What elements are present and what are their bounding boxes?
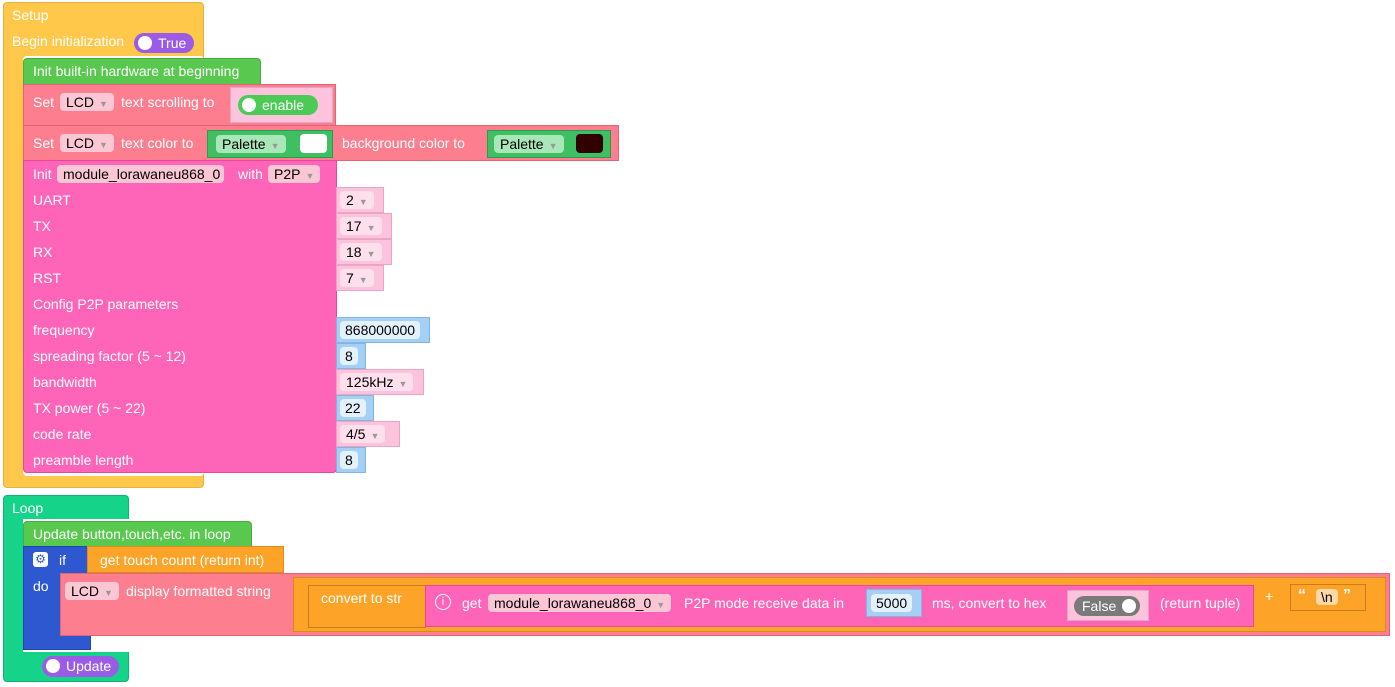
dropdown-arrow-icon: ▼ — [366, 249, 376, 259]
lora-row-label: RST — [33, 270, 61, 286]
module-value: module_lorawaneu868_0 — [494, 595, 652, 611]
info-icon[interactable]: i — [435, 594, 451, 610]
close-quote: ” — [1343, 587, 1351, 604]
device-value: LCD — [71, 583, 100, 599]
do-label: do — [33, 578, 49, 594]
lora-row-label: bandwidth — [33, 374, 97, 390]
lora-value: 4/5 — [346, 426, 366, 442]
dropdown-arrow-icon: ▼ — [270, 141, 280, 151]
dropdown-arrow-icon: ▼ — [370, 431, 380, 441]
enable-toggle[interactable]: enable — [238, 95, 319, 115]
begin-init-toggle[interactable]: True — [134, 33, 195, 53]
lora-value-dropdown[interactable]: 125kHz ▼ — [340, 373, 414, 391]
lora-value: 18 — [346, 244, 362, 260]
module-value: module_lorawaneu868_0 — [63, 166, 221, 182]
gear-icon[interactable]: ⚙ — [33, 552, 48, 567]
update-loop-label: Update button,touch,etc. in loop — [33, 526, 231, 542]
module-dropdown[interactable]: module_lorawaneu868_0 ▼ — [488, 594, 672, 612]
lora-value-dropdown[interactable]: 2▼ — [340, 191, 374, 209]
dropdown-arrow-icon: ▼ — [656, 600, 666, 610]
lora-value-dropdown[interactable]: 18 ▼ — [340, 243, 382, 261]
lora-row-label: code rate — [33, 426, 92, 442]
update-toggle[interactable]: Update — [42, 656, 120, 677]
lora-value: 17 — [346, 218, 362, 234]
init-hardware-label: Init built-in hardware at beginning — [33, 63, 240, 79]
ms-hex-label: ms, convert to hex — [932, 595, 1047, 611]
lora-row-label: TX — [33, 218, 51, 234]
dropdown-arrow-icon: ▼ — [358, 197, 368, 207]
loop-title: Loop — [12, 500, 44, 516]
lora-value-dropdown[interactable]: 7▼ — [340, 269, 374, 287]
lora-row-label: spreading factor (5 ~ 12) — [33, 348, 186, 364]
touch-count-block[interactable] — [87, 546, 284, 573]
lora-value-input[interactable]: 22 — [340, 399, 366, 417]
lora-init-block[interactable] — [23, 160, 337, 473]
convert-label: convert to str — [321, 590, 402, 606]
dropdown-arrow-icon: ▼ — [398, 379, 408, 389]
begin-init-label: Begin initialization — [12, 33, 125, 49]
device-value: LCD — [66, 135, 95, 151]
dropdown-arrow-icon: ▼ — [366, 223, 376, 233]
set-label: Set — [33, 135, 55, 151]
touch-count-label: get touch count (return int) — [100, 552, 265, 568]
display-label: display formatted string — [126, 583, 271, 599]
palette-dropdown[interactable]: Palette ▼ — [216, 135, 286, 153]
timeout-input[interactable]: 5000 — [871, 594, 913, 612]
setup-title: Setup — [12, 7, 49, 23]
scroll-label: text scrolling to — [121, 94, 215, 110]
lora-row-label: Config P2P parameters — [33, 296, 179, 312]
lora-value-input[interactable]: 8 — [340, 451, 358, 469]
hex-toggle[interactable]: False — [1074, 596, 1141, 616]
get-label: get — [462, 595, 482, 611]
convert-to-str-block[interactable] — [308, 585, 426, 628]
open-quote: “ — [1298, 587, 1306, 604]
text-color-swatch[interactable] — [300, 134, 327, 153]
return-tuple-label: (return tuple) — [1160, 595, 1241, 611]
plus-label: + — [1265, 588, 1274, 604]
text-color-label: text color to — [121, 135, 194, 151]
dropdown-arrow-icon: ▼ — [104, 588, 113, 598]
lora-row-label: frequency — [33, 322, 95, 338]
device-dropdown[interactable]: LCD ▼ — [60, 134, 114, 152]
set-label: Set — [33, 94, 55, 110]
mode-dropdown[interactable]: P2P ▼ — [268, 165, 321, 183]
palette-value: Palette — [222, 136, 266, 152]
device-value: LCD — [66, 94, 95, 110]
lora-value-input[interactable]: 8 — [340, 347, 358, 365]
palette-dropdown[interactable]: Palette ▼ — [494, 135, 564, 153]
lora-row-label: preamble length — [33, 452, 134, 468]
with-label: with — [238, 166, 263, 182]
lora-value-dropdown[interactable]: 4/5 ▼ — [340, 425, 386, 443]
dropdown-arrow-icon: ▼ — [99, 140, 108, 150]
dropdown-arrow-icon: ▼ — [305, 171, 315, 181]
bg-color-swatch[interactable] — [576, 134, 603, 153]
lora-value: 7 — [346, 270, 354, 286]
newline-text-input[interactable]: \n — [1316, 589, 1338, 605]
palette-value: Palette — [500, 136, 544, 152]
bg-color-label: background color to — [342, 135, 465, 151]
text-block[interactable] — [1290, 584, 1366, 611]
lora-value-dropdown[interactable]: 17 ▼ — [340, 217, 382, 235]
lora-value: 125kHz — [346, 374, 394, 390]
receive-label: P2P mode receive data in — [684, 595, 845, 611]
dropdown-arrow-icon: ▼ — [99, 99, 108, 109]
lora-value-input[interactable]: 868000000 — [340, 321, 421, 339]
device-dropdown[interactable]: LCD ▼ — [65, 582, 119, 600]
module-dropdown[interactable]: module_lorawaneu868_0 — [57, 165, 225, 183]
lora-row-label: RX — [33, 244, 53, 260]
init-label: Init — [33, 166, 52, 182]
lora-row-label: UART — [33, 192, 71, 208]
dropdown-arrow-icon: ▼ — [358, 275, 368, 285]
if-label: if — [59, 552, 66, 568]
lora-row-label: TX power (5 ~ 22) — [33, 400, 146, 416]
mode-value: P2P — [274, 166, 301, 182]
dropdown-arrow-icon: ▼ — [548, 141, 558, 151]
device-dropdown[interactable]: LCD ▼ — [60, 93, 114, 111]
lora-value: 2 — [346, 192, 354, 208]
